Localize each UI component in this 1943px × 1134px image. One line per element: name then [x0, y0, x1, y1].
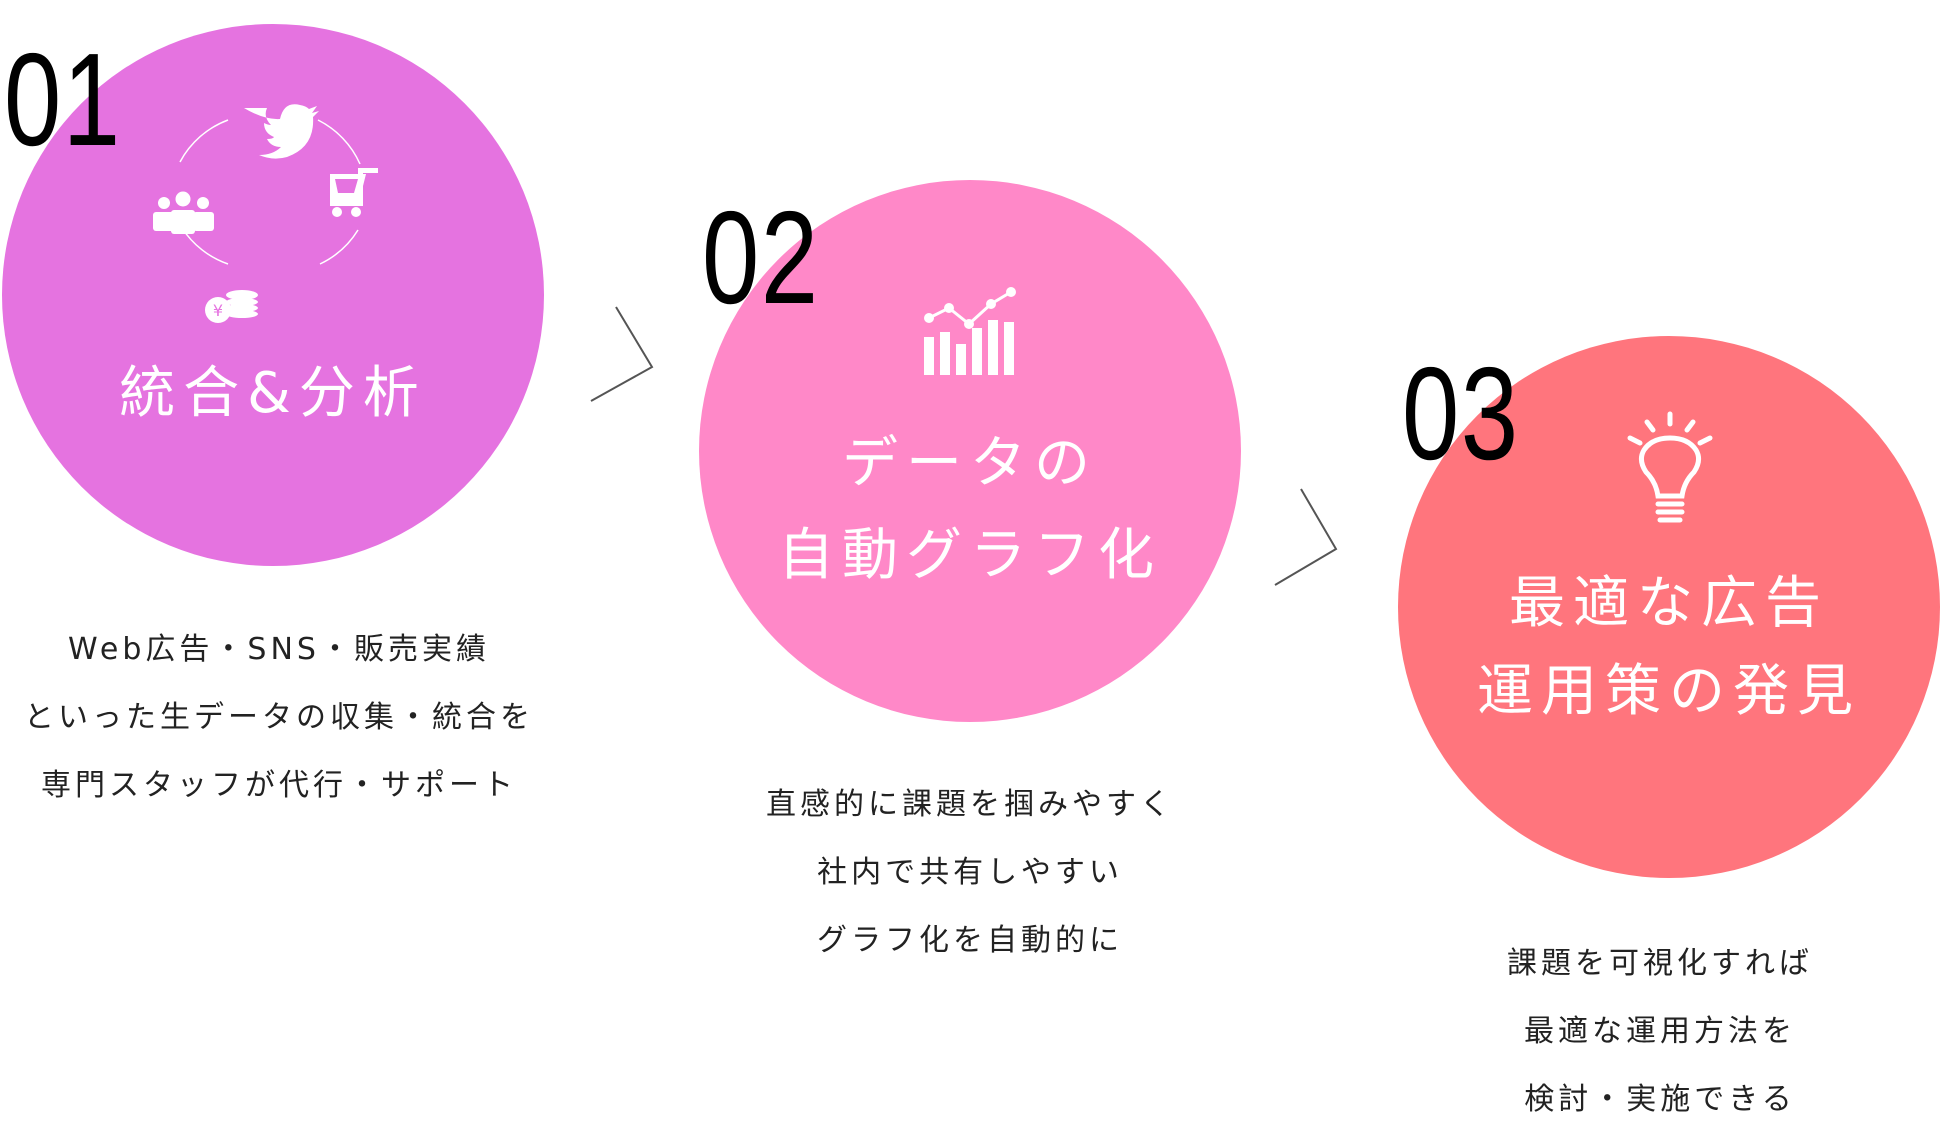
step-3-number: 03	[1402, 340, 1520, 487]
description-line: 専門スタッフが代行・サポート	[41, 768, 517, 803]
description-line: 課題を可視化すれば	[1507, 946, 1813, 981]
shopping-cart-icon	[330, 168, 378, 217]
people-icon	[153, 191, 214, 234]
step-2-number: 02	[702, 184, 820, 331]
data-cycle-icon: ¥	[153, 104, 378, 323]
step-1-number: 01	[4, 26, 122, 173]
description-line: 検討・実施できる	[1524, 1082, 1796, 1117]
description-line: グラフ化を自動的に	[817, 923, 1123, 958]
description-line: 最適な運用方法を	[1524, 1014, 1796, 1049]
step-2-circle	[699, 180, 1241, 722]
chevron-right-icon	[1274, 488, 1338, 586]
chart-icon	[924, 287, 1016, 375]
description-line: 社内で共有しやすい	[817, 855, 1123, 890]
description-line: 直感的に課題を掴みやすく	[766, 787, 1174, 822]
description-line: といった生データの収集・統合を	[24, 700, 534, 735]
chevron-right-icon	[590, 306, 654, 402]
svg-text:¥: ¥	[213, 301, 223, 320]
step-3-title: 最適な広告 運用策の発見	[1398, 560, 1940, 736]
yen-coins-icon: ¥	[205, 290, 258, 323]
title-line: 運用策の発見	[1477, 659, 1861, 724]
step-1-circle	[2, 24, 544, 566]
lightbulb-icon	[1627, 411, 1713, 523]
title-line: 自動グラフ化	[778, 523, 1162, 588]
step-3-circle	[1398, 336, 1940, 878]
step-3-description: 課題を可視化すれば 最適な運用方法を 検討・実施できる	[1350, 930, 1943, 1134]
twitter-icon	[244, 104, 319, 159]
step-1-title: 統合&分析	[119, 361, 427, 426]
description-line: Web広告・SNS・販売実績	[68, 632, 490, 667]
step-2-title: データの 自動グラフ化	[699, 418, 1241, 602]
step-2-description: 直感的に課題を掴みやすく 社内で共有しやすい グラフ化を自動的に	[660, 771, 1280, 975]
title-line: データの	[842, 431, 1098, 496]
title-line: 最適な広告	[1509, 571, 1829, 636]
step-1-description: Web広告・SNS・販売実績 といった生データの収集・統合を 専門スタッフが代行…	[0, 616, 589, 820]
